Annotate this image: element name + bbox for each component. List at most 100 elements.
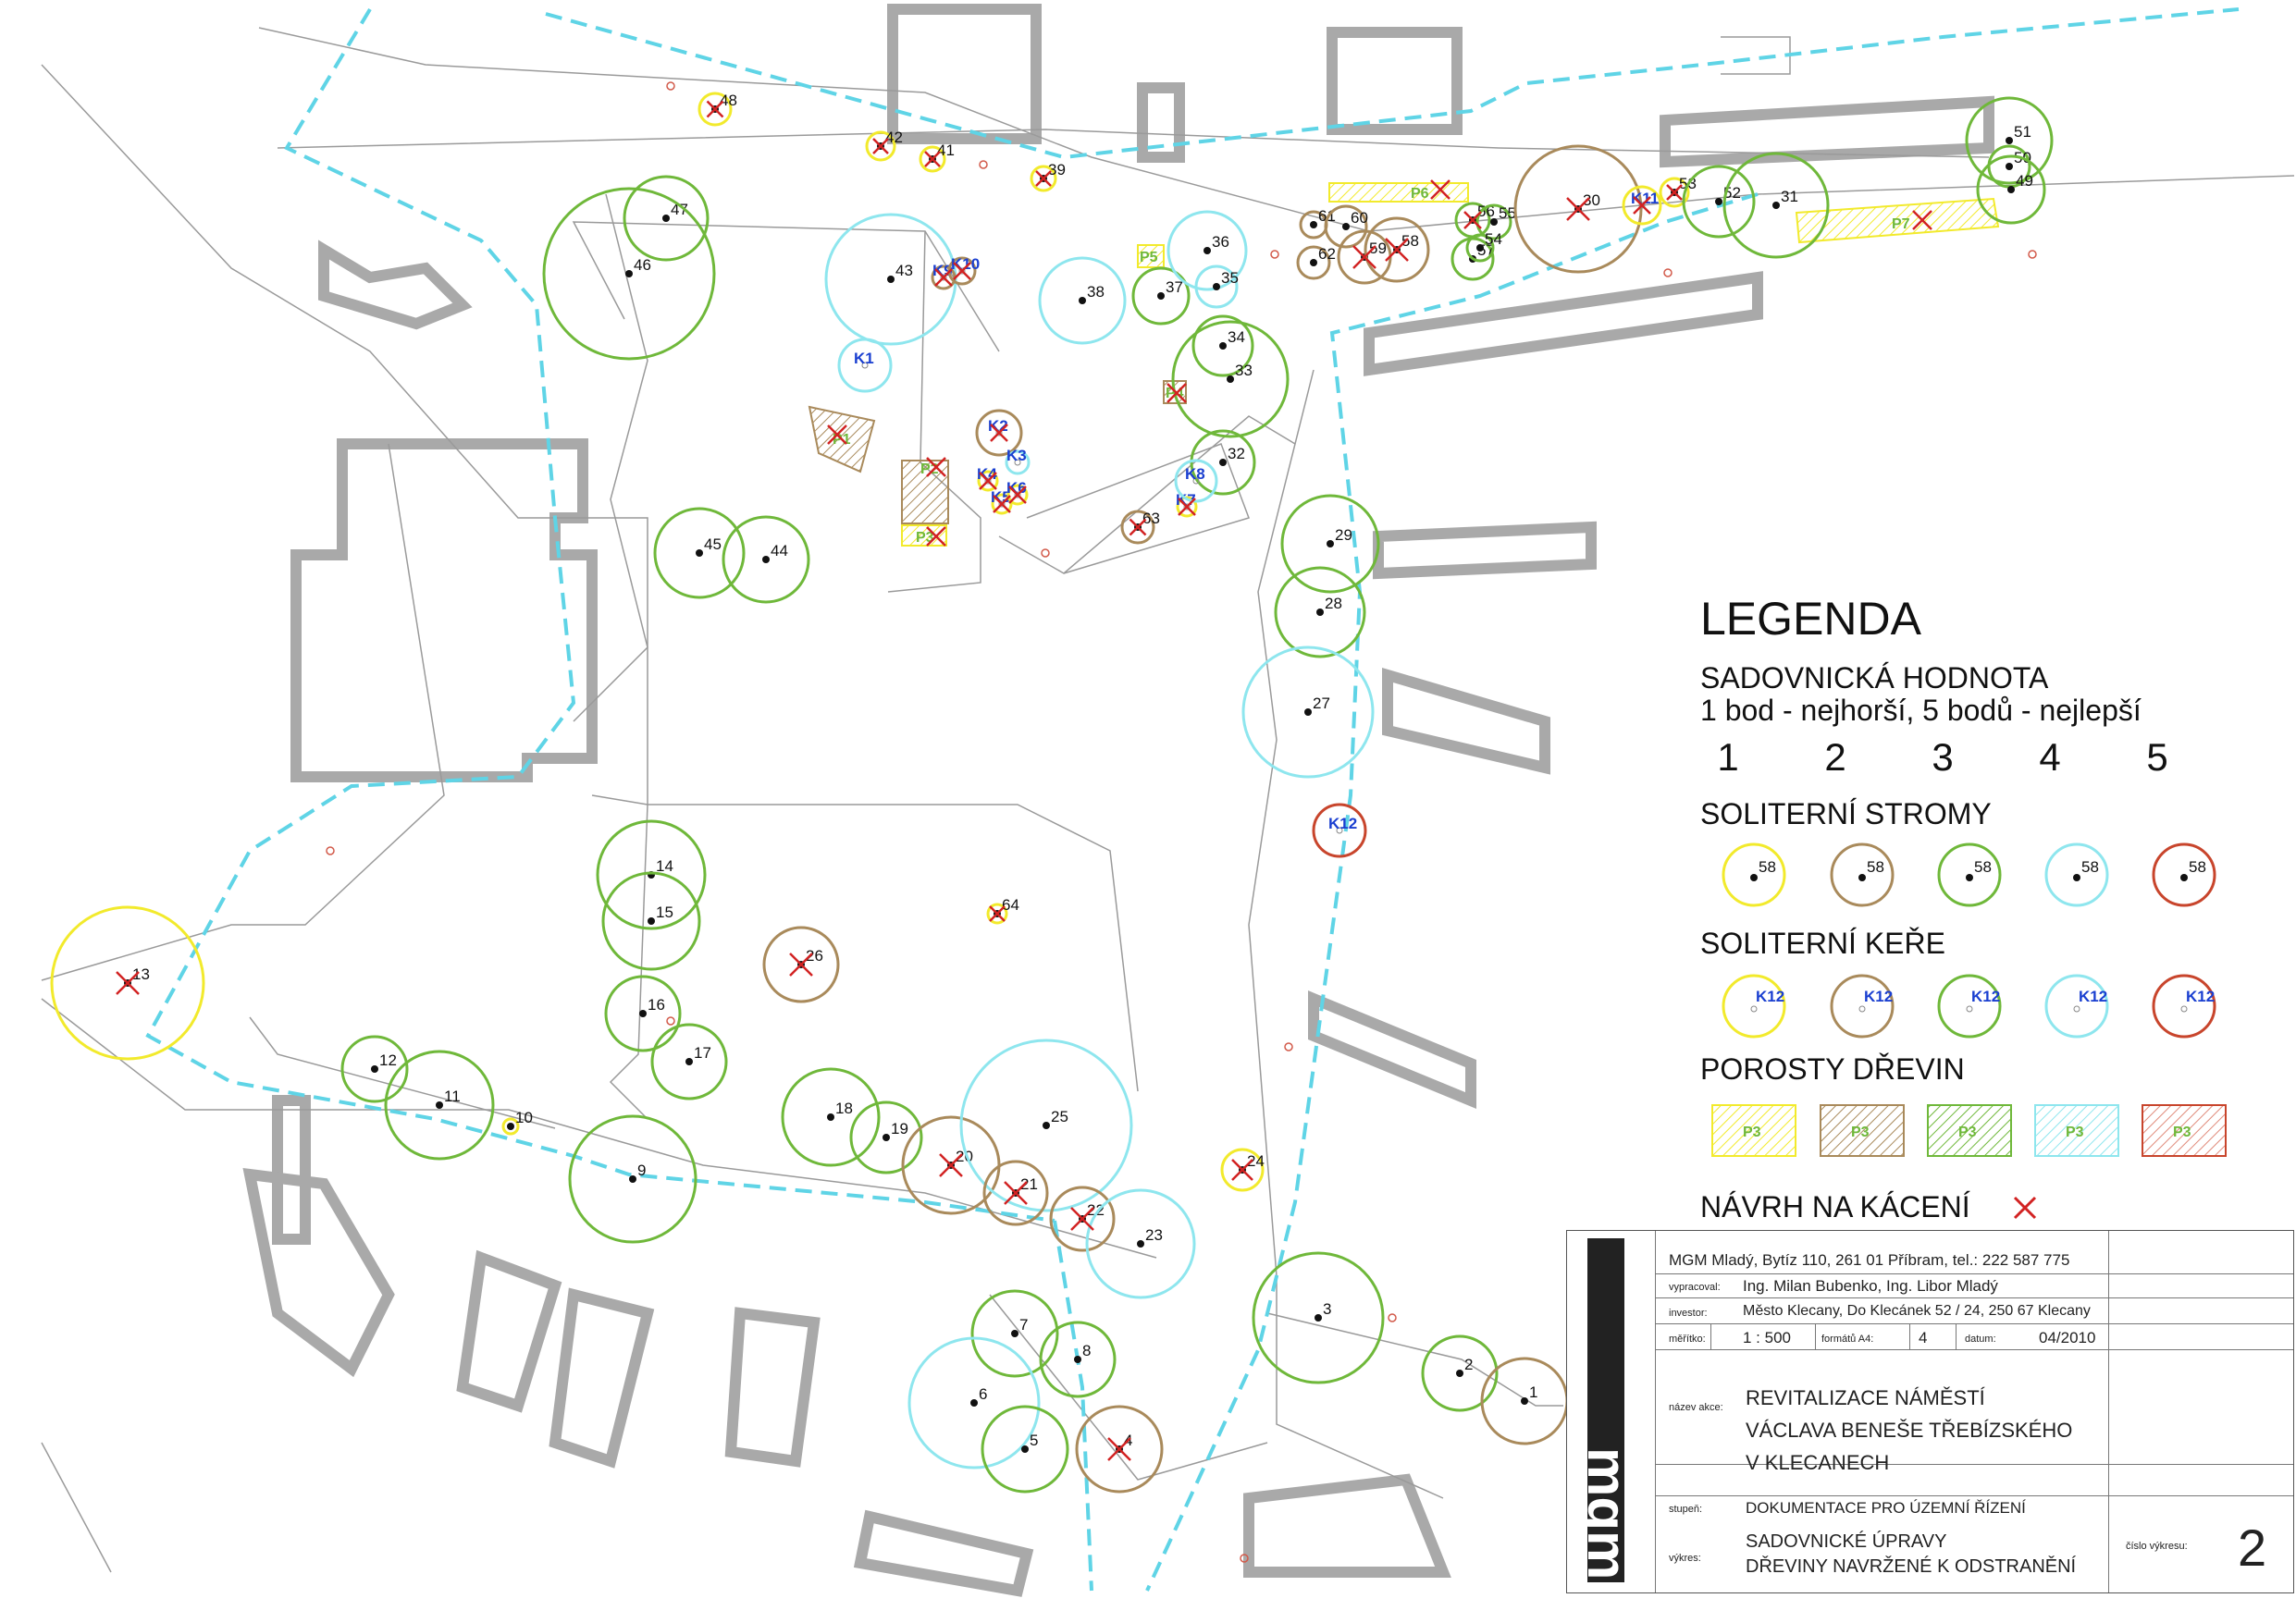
tree-label: 48	[720, 92, 737, 109]
fell-mark-P6	[1430, 179, 1450, 200]
fell-mark-22	[1070, 1207, 1094, 1231]
legend-tree-sample-4: 58	[2044, 842, 2109, 907]
tree-label: 33	[1235, 362, 1253, 379]
tree-label: 30	[1583, 191, 1600, 209]
investor: Město Klecany, Do Klecánek 52 / 24, 250 …	[1743, 1303, 2091, 1319]
drawing-line-1: SADOVNICKÉ ÚPRAVY	[1746, 1531, 1947, 1552]
investor-label: investor:	[1669, 1308, 1708, 1319]
tree-label: 8	[1082, 1342, 1091, 1359]
tree-label: 62	[1318, 245, 1336, 263]
company-line: MGM Mladý, Bytíz 110, 261 01 Příbram, te…	[1669, 1251, 2070, 1269]
tree-55: 55	[1475, 203, 1516, 240]
stand-label: P7	[1892, 216, 1910, 232]
legend-trees-heading: SOLITERNÍ STROMY	[1700, 797, 1992, 830]
logo-strip	[1587, 1238, 1624, 1582]
legend-stand-label: P3	[1958, 1125, 1977, 1140]
tree-label: 6	[979, 1385, 987, 1403]
tree-label: 42	[885, 129, 903, 146]
legend-tree-label: 58	[2189, 858, 2206, 876]
tree-6: 6	[907, 1336, 1041, 1469]
drawing-line-2: DŘEVINY NAVRŽENÉ K ODSTRANĚNÍ	[1746, 1556, 2077, 1577]
tree-52: 52	[1682, 165, 1756, 239]
tree-label: 24	[1247, 1152, 1265, 1170]
fell-mark-48	[706, 100, 724, 118]
score-4: 4	[2039, 735, 2061, 779]
legend-value-heading: SADOVNICKÁ HODNOTA	[1700, 661, 2049, 695]
legend-tree-label: 58	[1759, 858, 1776, 876]
prepared-by-label: vypracoval:	[1669, 1282, 1721, 1293]
tree-label: 14	[656, 857, 673, 875]
tree-3: 3	[1252, 1251, 1385, 1384]
tree-1: 1	[1480, 1357, 1569, 1445]
tree-label: 63	[1142, 510, 1160, 527]
tree-label: 28	[1325, 595, 1342, 612]
tree-34: 34	[1191, 314, 1254, 377]
legend-stand-label: P3	[2066, 1125, 2084, 1140]
legend-tree-sample-5: 58	[2152, 842, 2216, 907]
date: 04/2010	[2039, 1329, 2096, 1346]
project-line-3: V KLECANECH	[1746, 1451, 1890, 1474]
tree-label: 26	[806, 947, 823, 965]
survey-markers	[326, 81, 2037, 1563]
scale-label: měřítko:	[1669, 1334, 1706, 1345]
shrub-K1: K1	[837, 338, 893, 393]
tree-label: 46	[634, 256, 651, 274]
tree-label: 2	[1464, 1356, 1473, 1373]
tree-16: 16	[604, 975, 682, 1052]
fell-mark-63	[1129, 518, 1147, 536]
fell-mark-56	[1463, 211, 1482, 229]
tree-38: 38	[1038, 256, 1127, 345]
tree-label: 60	[1351, 209, 1368, 227]
stage-label: stupeň:	[1669, 1504, 1703, 1515]
legend-stand-label: P3	[1743, 1125, 1761, 1140]
tree-5: 5	[981, 1405, 1069, 1494]
legend-tree-label: 58	[1974, 858, 1992, 876]
fell-mark-P4	[1167, 383, 1187, 403]
stand-p2: P2	[901, 460, 949, 524]
outline-layer	[41, 27, 2295, 1573]
tree-label: 27	[1313, 695, 1330, 712]
legend-stand-sample-4: P3	[2034, 1104, 2119, 1157]
tree-label: 54	[1485, 230, 1502, 248]
legend-stand-label: P3	[2173, 1125, 2191, 1140]
tree-label: 15	[656, 904, 673, 921]
legend-tree-label: 58	[1867, 858, 1884, 876]
legend-stand-label: P3	[1851, 1125, 1870, 1140]
drawing-label: výkres:	[1669, 1553, 1701, 1564]
tree-41: 41	[919, 141, 955, 173]
tree-label: 12	[379, 1051, 397, 1069]
fell-mark-K10	[953, 262, 971, 280]
tree-label: 45	[704, 535, 722, 553]
tree-label: 37	[1166, 278, 1183, 296]
fell-mark-K9	[934, 268, 953, 287]
tree-label: 5	[1030, 1432, 1038, 1449]
legend-shrub-sample-5: K12	[2152, 974, 2216, 1039]
tree-29: 29	[1280, 494, 1380, 594]
tree-label: 19	[891, 1120, 908, 1137]
fell-mark-21	[1004, 1181, 1028, 1205]
fell-mark-41	[924, 151, 941, 167]
tree-label: 35	[1221, 269, 1239, 287]
fell-mark-K2	[990, 424, 1008, 442]
shrub-label: K3	[1006, 447, 1027, 464]
tree-33: 33	[1171, 320, 1290, 438]
score-5: 5	[2146, 735, 2168, 779]
tree-label: 10	[515, 1109, 533, 1126]
tree-label: 3	[1323, 1300, 1331, 1318]
tree-31: 31	[1722, 152, 1830, 259]
tree-44: 44	[722, 515, 810, 604]
tree-27: 27	[1241, 646, 1375, 779]
tree-17: 17	[650, 1023, 728, 1100]
score-1: 1	[1717, 735, 1739, 779]
tree-label: 59	[1369, 240, 1387, 257]
stand-p7: P7	[1795, 197, 2000, 244]
tree-label: 7	[1019, 1316, 1028, 1334]
tree-label: 36	[1212, 233, 1229, 251]
fell-mark-59	[1352, 245, 1376, 269]
drawing-no-label: číslo výkresu:	[2126, 1541, 2188, 1552]
tree-19: 19	[849, 1100, 923, 1174]
score-2: 2	[1824, 735, 1846, 779]
